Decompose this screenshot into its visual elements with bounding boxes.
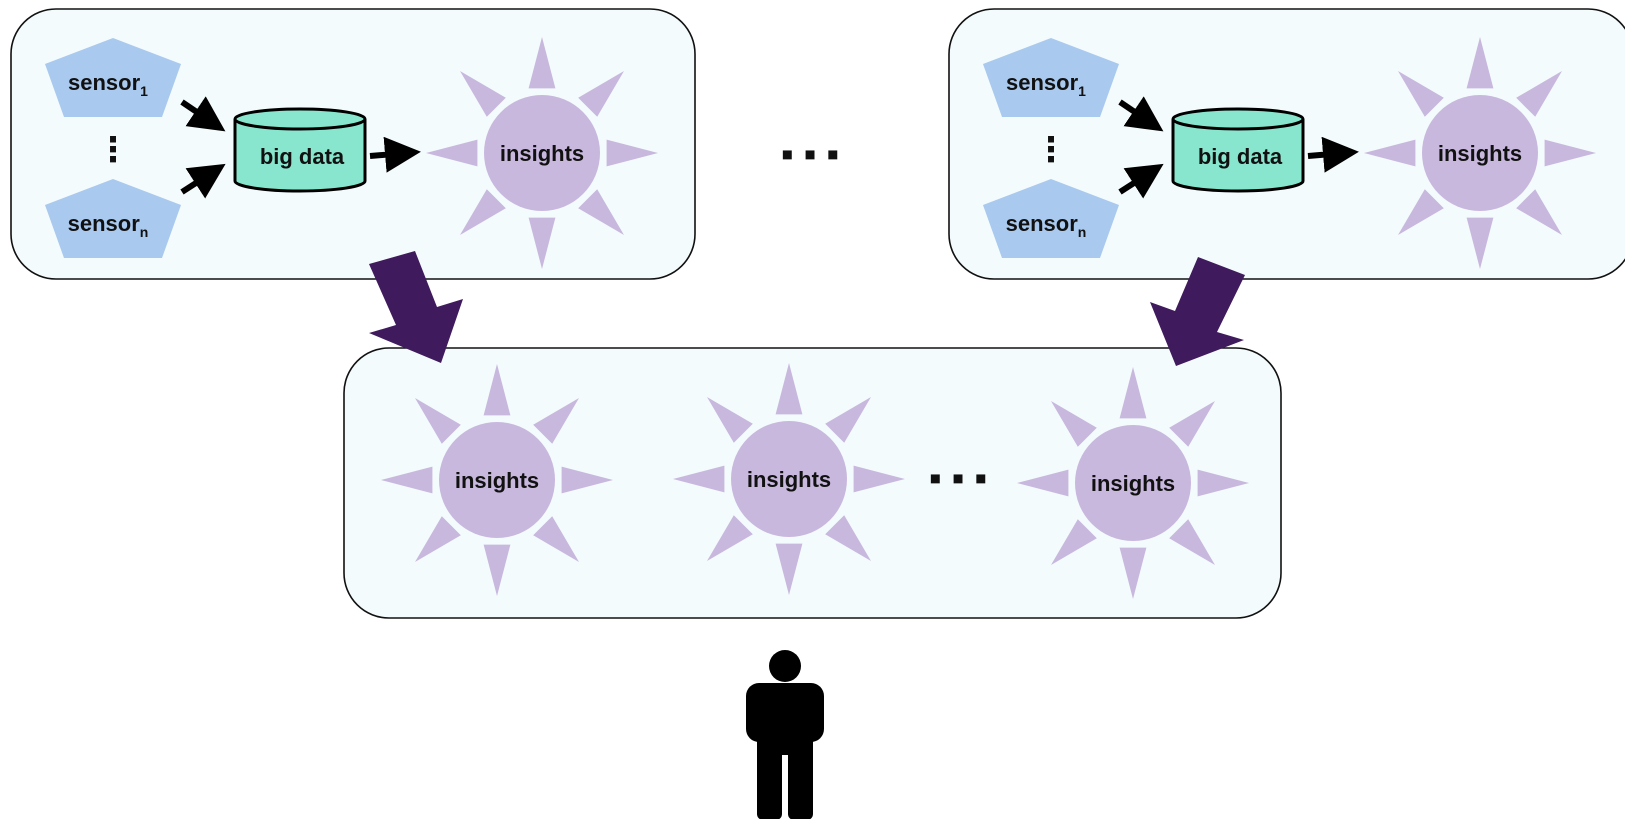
sensor-n-pentagon-sensor-icon: sensorn [983,179,1119,258]
sensor-1-to-big-data-arrow [1118,96,1164,132]
sun-core [731,421,847,537]
aggregate-insights-panel: insights insights ▪ ▪ ▪ insights [343,347,1282,619]
sun-core [1075,425,1191,541]
sun-ray [1398,189,1444,235]
insights-label: insights [1438,141,1522,166]
insights-sun-icon: insights [426,37,658,269]
sun-ray [1169,519,1215,565]
sun-ray [1197,469,1249,497]
sun-ray [483,544,511,596]
svg-text:sensorn: sensorn [1006,211,1087,240]
pipeline-panel-1: sensor1 ⋮ sensorn big data insights [10,8,696,280]
aggregate-ellipsis: ▪ ▪ ▪ [929,457,987,498]
sun-ray [775,363,803,415]
insights-label: insights [500,141,584,166]
insights-sun-icon: insights [1017,367,1249,599]
sun-ray [673,465,725,493]
sun-ray [1017,469,1069,497]
sun-ray [825,515,871,561]
person-icon [746,650,824,819]
sun-ray [381,466,433,494]
sun-ray [533,398,579,444]
sun-ray [1169,401,1215,447]
sun-ray [1544,139,1596,167]
sun-ray [1051,519,1097,565]
sun-ray [460,189,506,235]
svg-text:sensor1: sensor1 [1006,70,1086,99]
sun-core [1422,95,1538,211]
sun-ray [853,465,905,493]
sun-core [484,95,600,211]
insights-label: insights [455,468,539,493]
sun-ray [460,71,506,117]
svg-text:sensorn: sensorn [68,211,149,240]
svg-text:big data: big data [1198,144,1283,169]
sensor-1-pentagon-sensor-icon: sensor1 [983,38,1119,117]
sun-core [439,422,555,538]
pipeline-gap-ellipsis: ▪ ▪ ▪ [781,133,839,174]
sun-ray [415,398,461,444]
sun-ray [561,466,613,494]
sun-ray [1398,71,1444,117]
sun-ray [775,543,803,595]
vertical-ellipsis: ⋮ [1034,131,1068,169]
insights-sun-icon: insights [1364,37,1596,269]
sun-ray [578,189,624,235]
pipeline-panel-2: sensor1 ⋮ sensorn big data insights [948,8,1625,280]
big-data-database-cylinder-icon: big data [1171,107,1305,193]
sun-ray [606,139,658,167]
insights-sun-icon: insights [673,363,905,595]
sensor-n-pentagon-sensor-icon: sensorn [45,179,181,258]
sun-ray [825,397,871,443]
sun-ray [415,516,461,562]
sun-ray [1364,139,1416,167]
sun-ray [533,516,579,562]
sensor-1-pentagon-sensor-icon: sensor1 [45,38,181,117]
sun-ray [1466,217,1494,269]
sun-ray [483,364,511,416]
merge-arrow-right-thick-down-arrow-icon [1150,257,1245,366]
sun-ray [1466,37,1494,89]
sun-ray [1516,71,1562,117]
sun-ray [1119,547,1147,599]
merge-arrow-left-thick-down-arrow-icon [369,251,463,363]
big-data-to-insights-arrow [1307,136,1359,173]
sun-ray [707,397,753,443]
insights-sun-icon: insights [381,364,613,596]
svg-text:sensor1: sensor1 [68,70,148,99]
big-data-database-cylinder-icon: big data [233,107,367,193]
insights-label: insights [1091,471,1175,496]
sensor-1-to-big-data-arrow [180,96,226,132]
sun-ray [1516,189,1562,235]
sun-ray [528,37,556,89]
sun-ray [707,515,753,561]
sensor-n-to-big-data-arrow [180,163,226,199]
svg-text:big data: big data [260,144,345,169]
vertical-ellipsis: ⋮ [96,131,130,169]
sun-ray [1119,367,1147,419]
sun-ray [426,139,478,167]
big-data-to-insights-arrow [369,136,421,173]
sensor-n-to-big-data-arrow [1118,163,1164,199]
sun-ray [528,217,556,269]
sun-ray [578,71,624,117]
sun-ray [1051,401,1097,447]
insights-label: insights [747,467,831,492]
